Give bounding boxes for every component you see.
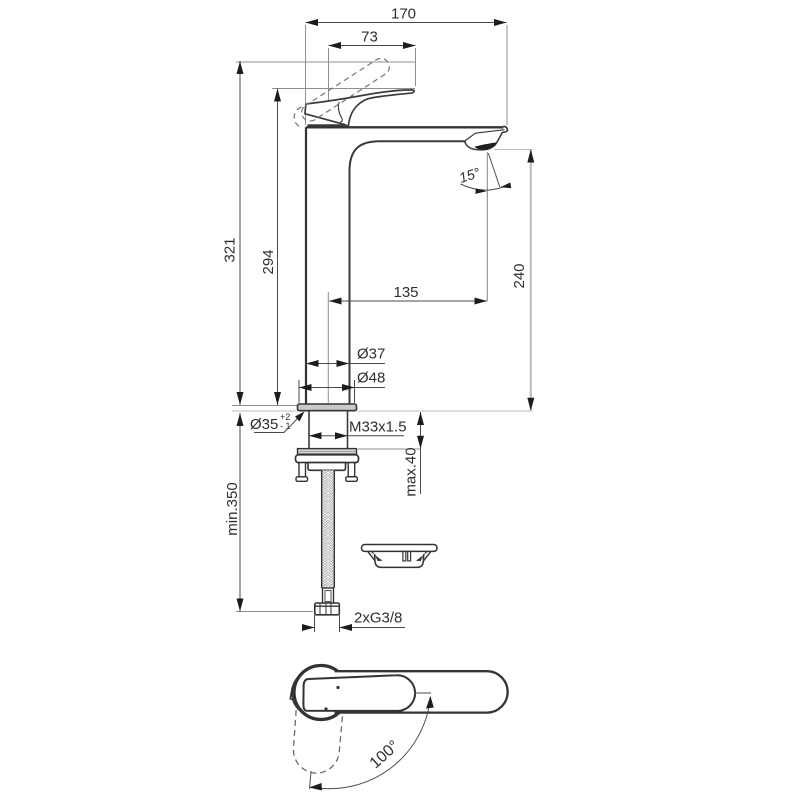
svg-text:- 1: - 1	[280, 421, 291, 431]
svg-text:170: 170	[391, 5, 416, 22]
svg-text:15°: 15°	[457, 164, 482, 186]
svg-text:240: 240	[511, 263, 528, 288]
svg-text:M33x1.5: M33x1.5	[349, 419, 407, 436]
svg-text:Ø48: Ø48	[357, 370, 385, 387]
svg-text:Ø37: Ø37	[357, 346, 385, 363]
svg-text:min.350: min.350	[224, 482, 241, 535]
svg-text:+2: +2	[280, 412, 290, 422]
svg-text:321: 321	[222, 237, 239, 262]
svg-text:Ø35: Ø35	[250, 416, 278, 433]
svg-text:135: 135	[393, 284, 418, 301]
svg-text:294: 294	[260, 249, 277, 274]
svg-text:73: 73	[361, 28, 378, 45]
svg-text:2xG3/8: 2xG3/8	[354, 610, 402, 627]
svg-text:max.40: max.40	[403, 447, 420, 496]
